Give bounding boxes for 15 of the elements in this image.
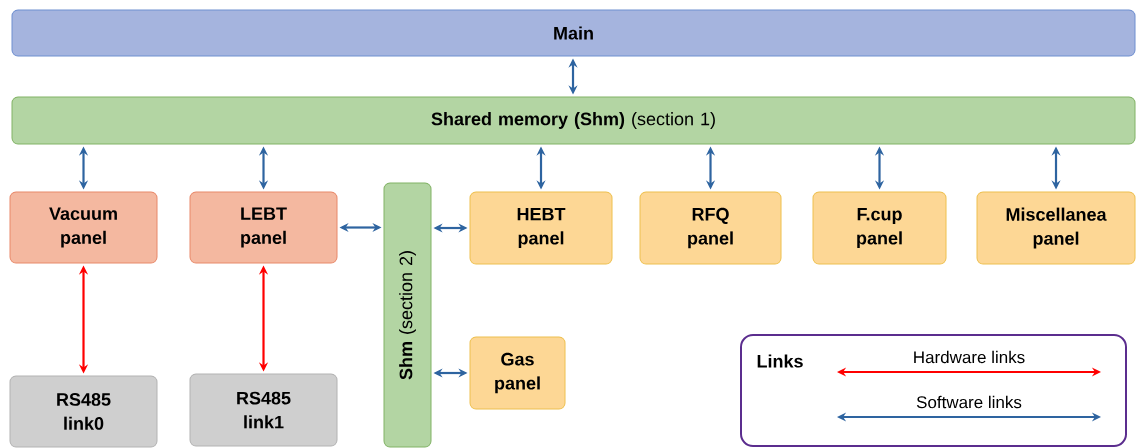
header-bar: Main [11,9,1136,57]
panel-box: Vacuum panel [9,191,158,264]
panel-box: HEBT panel [469,191,613,265]
legend-text: Hardware links [914,350,1025,364]
panel-box: LEBT panel [189,191,338,264]
legend-title: Links [757,354,803,368]
legend-text: Software links [916,395,1022,409]
panel-box: RFQ panel [639,191,782,265]
panel-box: Gas panel [469,336,566,410]
link-box: RS485 link1 [189,373,338,447]
panel-box: F.cup panel [812,191,947,265]
link-box: RS485 link0 [9,375,158,448]
memory-bar: Shared memory (Shm) (section 1) [11,96,1136,145]
panel-box: Miscellanea panel [976,191,1136,265]
memory-column: Shm (section 2) [383,182,432,448]
